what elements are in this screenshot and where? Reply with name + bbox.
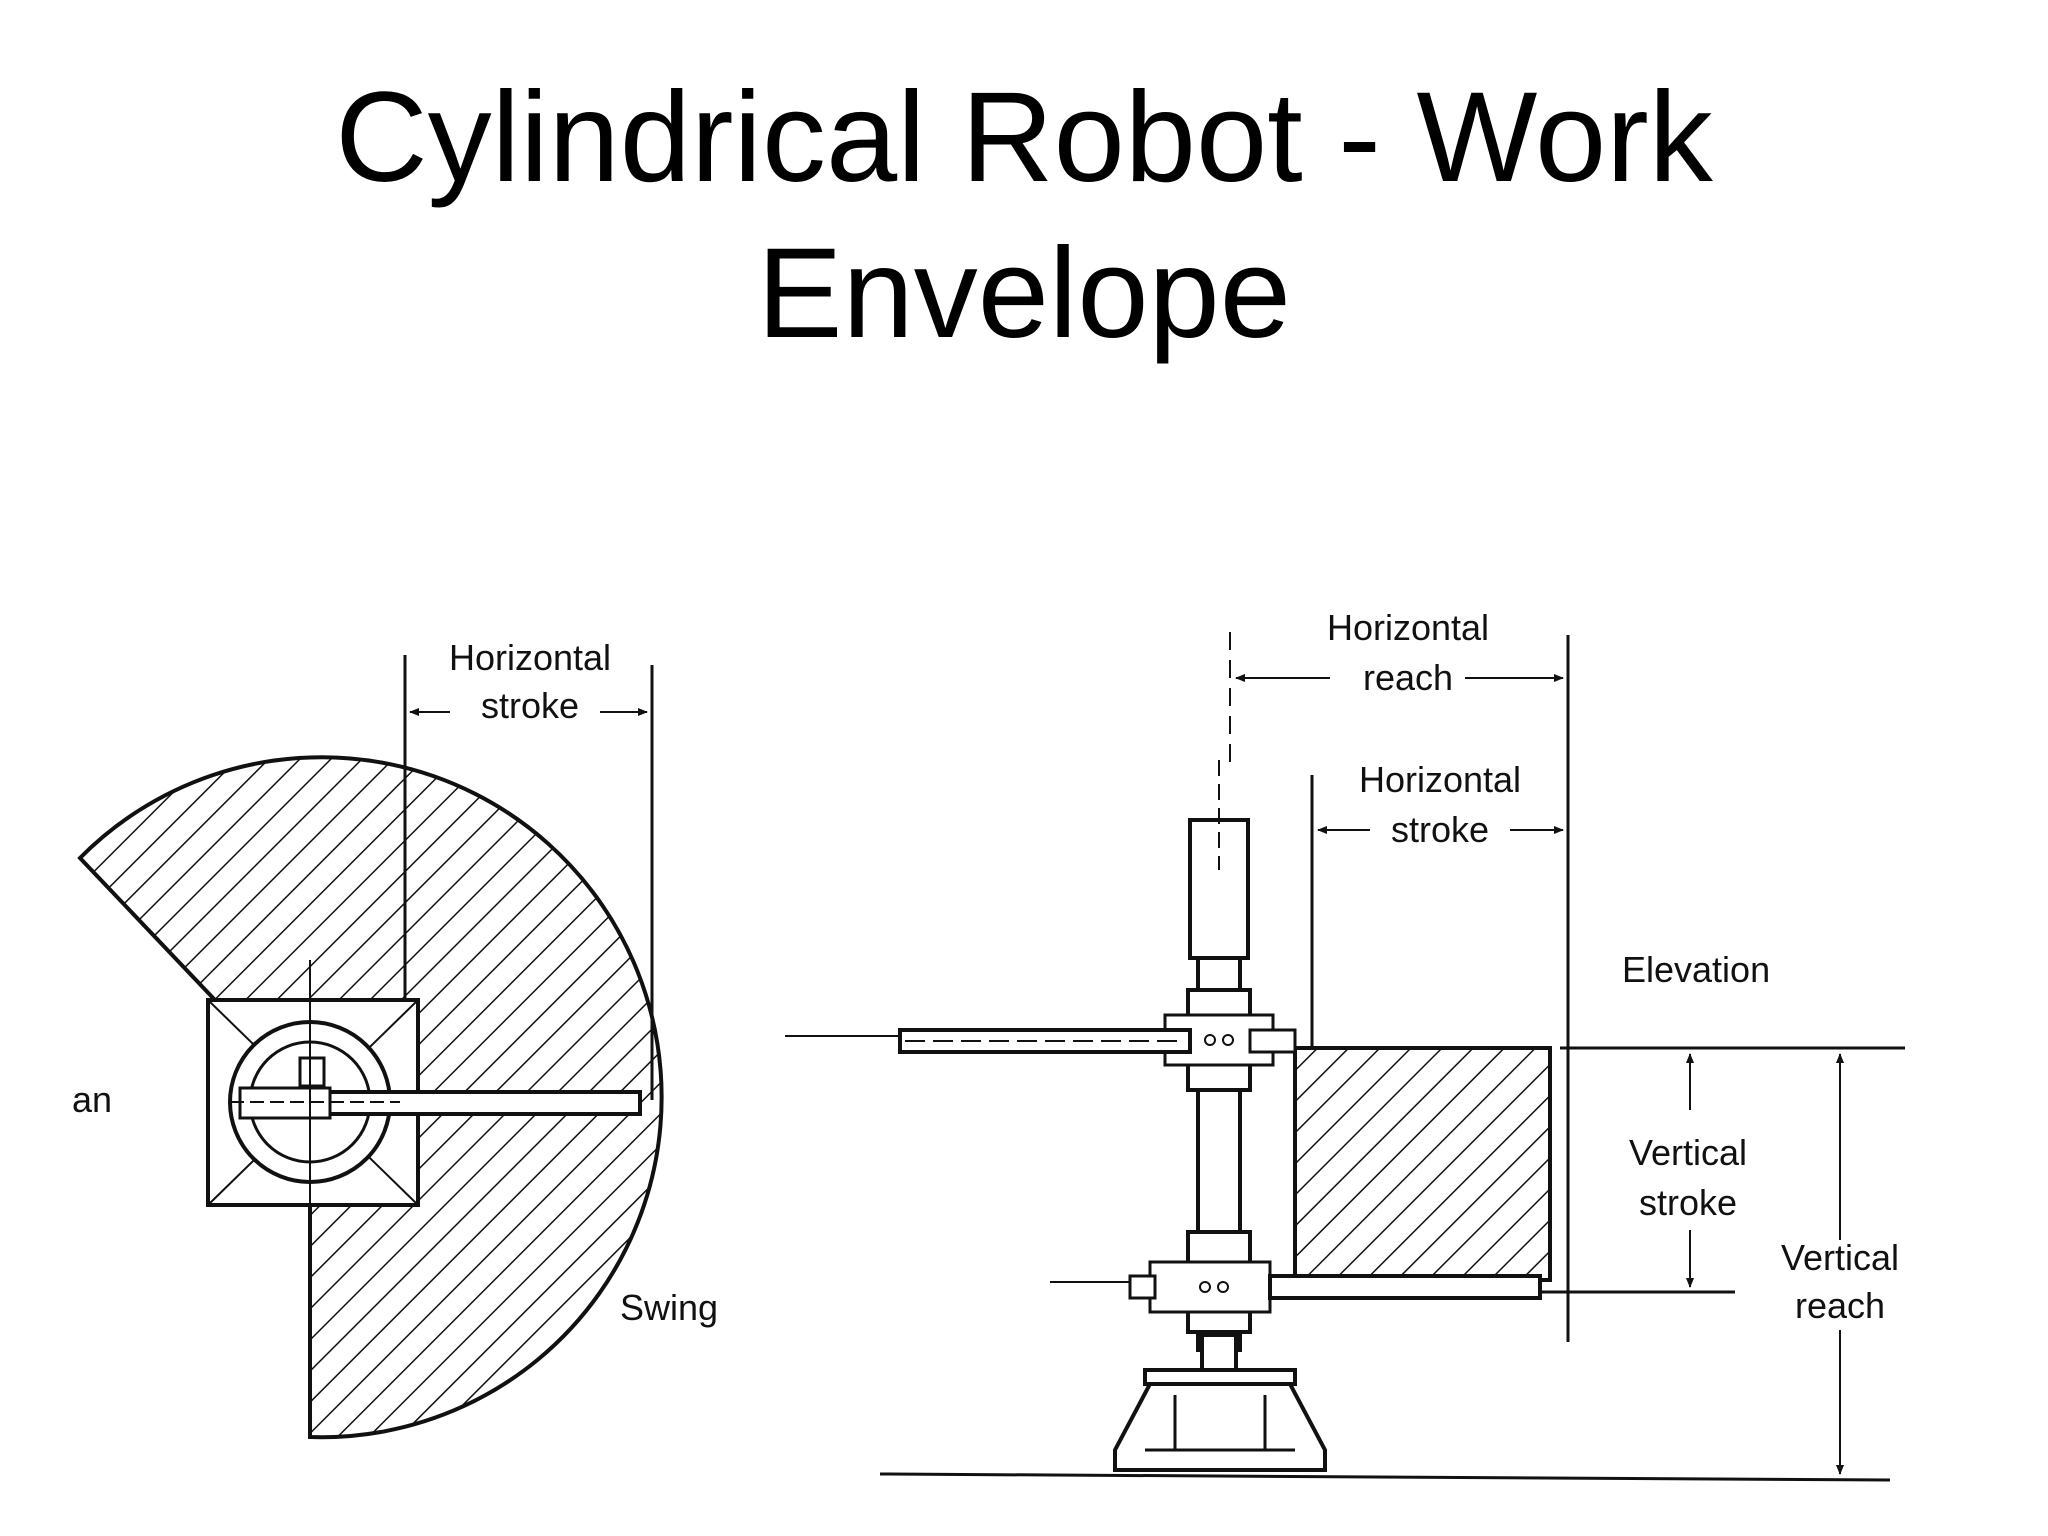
elevation-label: Elevation [1622,949,1770,990]
vertical-reach-label-2: reach [1795,1285,1885,1326]
plan-horizontal-stroke-label-2: stroke [481,685,579,726]
elev-horizontal-stroke-label-2: stroke [1391,809,1489,850]
lower-arm [1268,1274,1542,1300]
elevation-view: Horizontal reach Horizontal stroke Eleva… [785,607,1905,1482]
robot-base-pedestal [1113,1382,1327,1472]
swing-label: Swing [620,1287,718,1328]
vertical-reach-label-1: Vertical [1781,1237,1899,1278]
plan-label-fragment: an [72,1079,112,1120]
title-line-2: Envelope [757,222,1291,365]
elevation-envelope-hatched [1293,1046,1552,1282]
ground-line [879,1472,1891,1482]
vertical-stroke-label-2: stroke [1639,1182,1737,1223]
horizontal-reach-label-1: Horizontal [1327,607,1489,648]
horizontal-reach-label-2: reach [1363,657,1453,698]
plan-view: Horizontal stroke an Swing [72,637,718,1440]
vertical-stroke-label-1: Vertical [1629,1132,1747,1173]
elev-horizontal-stroke-label-1: Horizontal [1359,759,1521,800]
robot-base-plate [1143,1368,1297,1386]
plan-horizontal-stroke-label-1: Horizontal [449,637,611,678]
robot-base-post [1200,1333,1238,1372]
slide-title: Cylindrical Robot - Work Envelope [0,60,2048,372]
title-line-1: Cylindrical Robot - Work [335,66,1713,209]
